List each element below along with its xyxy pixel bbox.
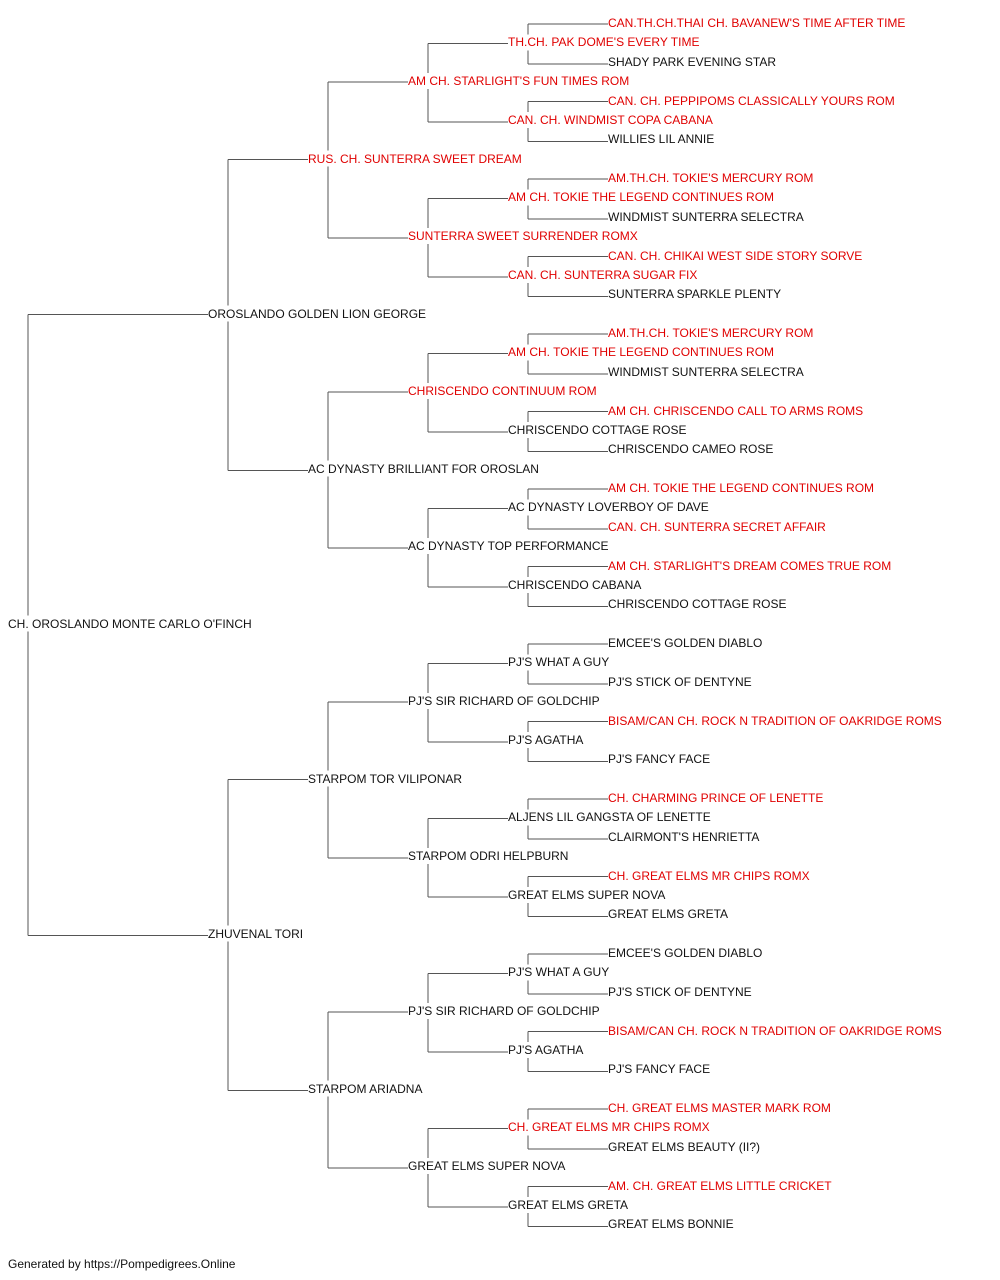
pedigree-dam-name[interactable]: STARPOM ARIADNA	[308, 1081, 423, 1096]
pedigree-dam-name[interactable]: CHRISCENDO CAMEO ROSE	[608, 442, 774, 457]
pedigree-dam-name[interactable]: WINDMIST SUNTERRA SELECTRA	[608, 364, 804, 379]
pedigree-sire-name[interactable]: AM CH. STARLIGHT'S FUN TIMES ROM	[408, 74, 630, 89]
pedigree-dam-name[interactable]: AC DYNASTY TOP PERFORMANCE	[408, 539, 609, 554]
pedigree-sire-name[interactable]: CH. GREAT ELMS MR CHIPS ROMX	[608, 868, 810, 883]
pedigree-dam-name[interactable]: PJ'S STICK OF DENTYNE	[608, 674, 752, 689]
pedigree-sire-name[interactable]: CH. GREAT ELMS MASTER MARK ROM	[608, 1101, 831, 1115]
pedigree-sire-name[interactable]: PJ'S SIR RICHARD OF GOLDCHIP	[408, 1004, 600, 1019]
pedigree-dam-name[interactable]: STARPOM ODRI HELPBURN	[408, 849, 569, 864]
pedigree-dam-name[interactable]: PJ'S STICK OF DENTYNE	[608, 984, 752, 999]
pedigree-subject-name[interactable]: CH. OROSLANDO MONTE CARLO O'FINCH	[8, 616, 252, 631]
pedigree-sire-name[interactable]: AM CH. CHRISCENDO CALL TO ARMS ROMS	[608, 403, 864, 418]
pedigree-sire-name[interactable]: RUS. CH. SUNTERRA SWEET DREAM	[308, 151, 522, 166]
pedigree-dam-name[interactable]: WILLIES LIL ANNIE	[608, 132, 715, 147]
pedigree-sire-name[interactable]: ALJENS LIL GANGSTA OF LENETTE	[508, 810, 711, 825]
pedigree-dam-name[interactable]: SHADY PARK EVENING STAR	[608, 54, 777, 69]
pedigree-sire-name[interactable]: EMCEE'S GOLDEN DIABLO	[608, 636, 763, 650]
pedigree-dam-name[interactable]: GREAT ELMS SUPER NOVA	[508, 887, 666, 902]
pedigree-dam-name[interactable]: CAN. CH. SUNTERRA SUGAR FIX	[508, 267, 698, 282]
pedigree-dam-name[interactable]: PJ'S AGATHA	[508, 732, 584, 747]
generated-by-footer: Generated by https://Pompedigrees.Online	[8, 1257, 236, 1271]
pedigree-sire-name[interactable]: AM CH. TOKIE THE LEGEND CONTINUES ROM	[508, 190, 775, 205]
pedigree-sire-name[interactable]: AC DYNASTY LOVERBOY OF DAVE	[508, 500, 709, 515]
pedigree-sire-name[interactable]: CAN. CH. CHIKAI WEST SIDE STORY SORVE	[608, 248, 863, 263]
pedigree-dam-name[interactable]: CHRISCENDO CABANA	[508, 577, 642, 592]
pedigree-sire-name[interactable]: EMCEE'S GOLDEN DIABLO	[608, 946, 763, 960]
pedigree-dam-name[interactable]: SUNTERRA SWEET SURRENDER ROMX	[408, 229, 638, 244]
pedigree-dam-name[interactable]: WINDMIST SUNTERRA SELECTRA	[608, 209, 804, 224]
pedigree-dam-name[interactable]: PJ'S FANCY FACE	[608, 752, 711, 767]
pedigree-sire-name[interactable]: AM. CH. GREAT ELMS LITTLE CRICKET	[608, 1178, 832, 1193]
pedigree-sire-name[interactable]: CH. GREAT ELMS MR CHIPS ROMX	[508, 1120, 710, 1135]
pedigree-sire-name[interactable]: STARPOM TOR VILIPONAR	[308, 771, 463, 786]
pedigree-sire-name[interactable]: PJ'S WHAT A GUY	[508, 655, 610, 670]
pedigree-dam-name[interactable]: PJ'S AGATHA	[508, 1042, 584, 1057]
pedigree-sire-name[interactable]: AM.TH.CH. TOKIE'S MERCURY ROM	[608, 326, 814, 340]
pedigree-sire-name[interactable]: AM CH. STARLIGHT'S DREAM COMES TRUE ROM	[608, 558, 892, 573]
pedigree-dam-name[interactable]: ZHUVENAL TORI	[208, 926, 304, 941]
pedigree-sire-name[interactable]: BISAM/CAN CH. ROCK N TRADITION OF OAKRID…	[608, 1023, 942, 1038]
pedigree-sire-name[interactable]: CH. CHARMING PRINCE OF LENETTE	[608, 791, 824, 805]
pedigree-sire-name[interactable]: PJ'S SIR RICHARD OF GOLDCHIP	[408, 694, 600, 709]
pedigree-dam-name[interactable]: AC DYNASTY BRILLIANT FOR OROSLAN	[308, 461, 539, 476]
pedigree-dam-name[interactable]: SUNTERRA SPARKLE PLENTY	[608, 287, 782, 302]
pedigree-dam-name[interactable]: CHRISCENDO COTTAGE ROSE	[508, 422, 687, 437]
pedigree-sire-name[interactable]: AM CH. TOKIE THE LEGEND CONTINUES ROM	[608, 481, 875, 495]
pedigree-dam-name[interactable]: CAN. CH. WINDMIST COPA CABANA	[508, 112, 713, 127]
pedigree-dam-name[interactable]: GREAT ELMS BEAUTY (II?)	[608, 1139, 761, 1154]
pedigree-dam-name[interactable]: CHRISCENDO COTTAGE ROSE	[608, 597, 787, 612]
pedigree-sire-name[interactable]: PJ'S WHAT A GUY	[508, 965, 610, 980]
pedigree-sire-name[interactable]: CHRISCENDO CONTINUUM ROM	[408, 384, 597, 399]
pedigree-dam-name[interactable]: GREAT ELMS BONNIE	[608, 1217, 734, 1232]
pedigree-dam-name[interactable]: GREAT ELMS GRETA	[608, 907, 729, 922]
pedigree-sire-name[interactable]: CAN. CH. PEPPIPOMS CLASSICALLY YOURS ROM	[608, 93, 895, 108]
pedigree-sire-name[interactable]: CAN.TH.CH.THAI CH. BAVANEW'S TIME AFTER …	[608, 16, 906, 30]
pedigree-sire-name[interactable]: BISAM/CAN CH. ROCK N TRADITION OF OAKRID…	[608, 713, 942, 728]
pedigree-sire-name[interactable]: TH.CH. PAK DOME'S EVERY TIME	[508, 35, 700, 50]
pedigree-dam-name[interactable]: GREAT ELMS GRETA	[508, 1197, 629, 1212]
pedigree-dam-name[interactable]: PJ'S FANCY FACE	[608, 1062, 711, 1077]
pedigree-dam-name[interactable]: CLAIRMONT'S HENRIETTA	[608, 829, 760, 844]
pedigree-sire-name[interactable]: OROSLANDO GOLDEN LION GEORGE	[208, 306, 427, 321]
pedigree-sire-name[interactable]: AM.TH.CH. TOKIE'S MERCURY ROM	[608, 171, 814, 185]
pedigree-dam-name[interactable]: CAN. CH. SUNTERRA SECRET AFFAIR	[608, 519, 826, 534]
pedigree-dam-name[interactable]: GREAT ELMS SUPER NOVA	[408, 1159, 566, 1174]
pedigree-sire-name[interactable]: AM CH. TOKIE THE LEGEND CONTINUES ROM	[508, 345, 775, 360]
